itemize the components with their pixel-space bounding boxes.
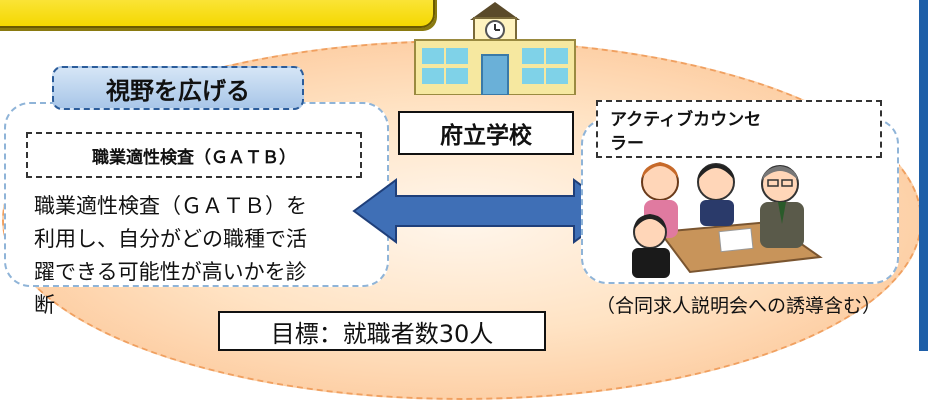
counselor-title: アクティブカウンセ ラー [596, 100, 882, 158]
gatb-description-line: 利用し、自分がどの職種で活 [34, 227, 307, 251]
banner [0, 0, 435, 28]
gatb-description-line: 断 [34, 293, 55, 317]
right-edge-bar [919, 0, 928, 351]
school-label: 府立学校 [398, 111, 574, 155]
goal-box: 目標：就職者数30人 [218, 311, 546, 351]
gatb-description-line: 躍できる可能性が高いかを診 [34, 260, 307, 284]
vision-tag: 視野を広げる [52, 66, 304, 110]
gatb-description: 職業適性検査（ＧＡＴＢ）を 利用し、自分がどの職種で活 躍できる可能性が高いかを… [34, 190, 354, 317]
note-caption: （合同求人説明会への誘導含む） [596, 295, 882, 317]
school-building-icon [414, 2, 576, 95]
gatb-title: 職業適性検査（ＧＡＴＢ） [26, 132, 362, 178]
double-arrow-icon [352, 178, 618, 244]
gatb-description-line: 職業適性検査（ＧＡＴＢ）を [34, 194, 307, 218]
counselor-title-line: ラー [610, 134, 644, 154]
counselor-title-line: アクティブカウンセ [610, 110, 762, 130]
counseling-illustration [632, 162, 823, 278]
